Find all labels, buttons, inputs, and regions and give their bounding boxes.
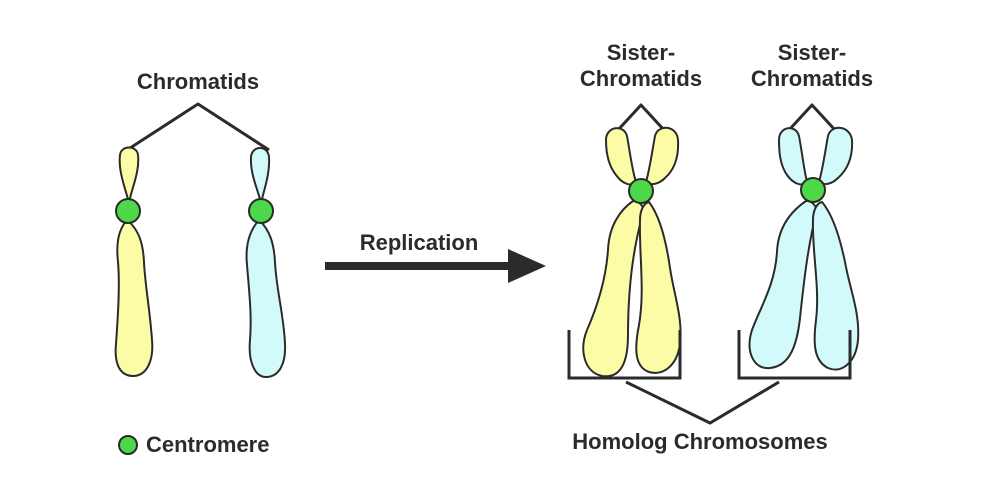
- centromere-blue-chromatid: [248, 198, 274, 224]
- yellow-chromosome: [582, 126, 682, 378]
- centromere-yellow-chromatid: [115, 198, 141, 224]
- centromere-legend-icon: [118, 435, 138, 455]
- legend: Centromere: [118, 432, 269, 458]
- blue-chromatid: [245, 147, 287, 379]
- sister-chromatids-bracket-right: [787, 103, 837, 132]
- sister-chromatids-label-right-line2: Chromatids: [750, 66, 874, 91]
- sister-chromatids-label-left-line2: Chromatids: [579, 66, 703, 91]
- replication-arrow: [325, 249, 546, 283]
- homolog-bracket: [567, 330, 852, 425]
- blue-chromosome: [748, 126, 860, 371]
- sister-chromatids-label-left-line1: Sister-: [606, 40, 676, 65]
- yellow-chromatid: [114, 146, 154, 378]
- sister-chromatids-bracket-left: [616, 103, 666, 132]
- chromatids-label: Chromatids: [136, 69, 260, 94]
- chromatids-bracket: [126, 102, 270, 152]
- centromere-blue-chromosome: [800, 177, 826, 203]
- centromere-yellow-chromosome: [628, 178, 654, 204]
- centromere-legend-label: Centromere: [146, 432, 270, 457]
- homolog-chromosomes-label: Homolog Chromosomes: [572, 429, 828, 454]
- replication-label: Replication: [359, 230, 479, 255]
- sister-chromatids-label-right-line1: Sister-: [777, 40, 847, 65]
